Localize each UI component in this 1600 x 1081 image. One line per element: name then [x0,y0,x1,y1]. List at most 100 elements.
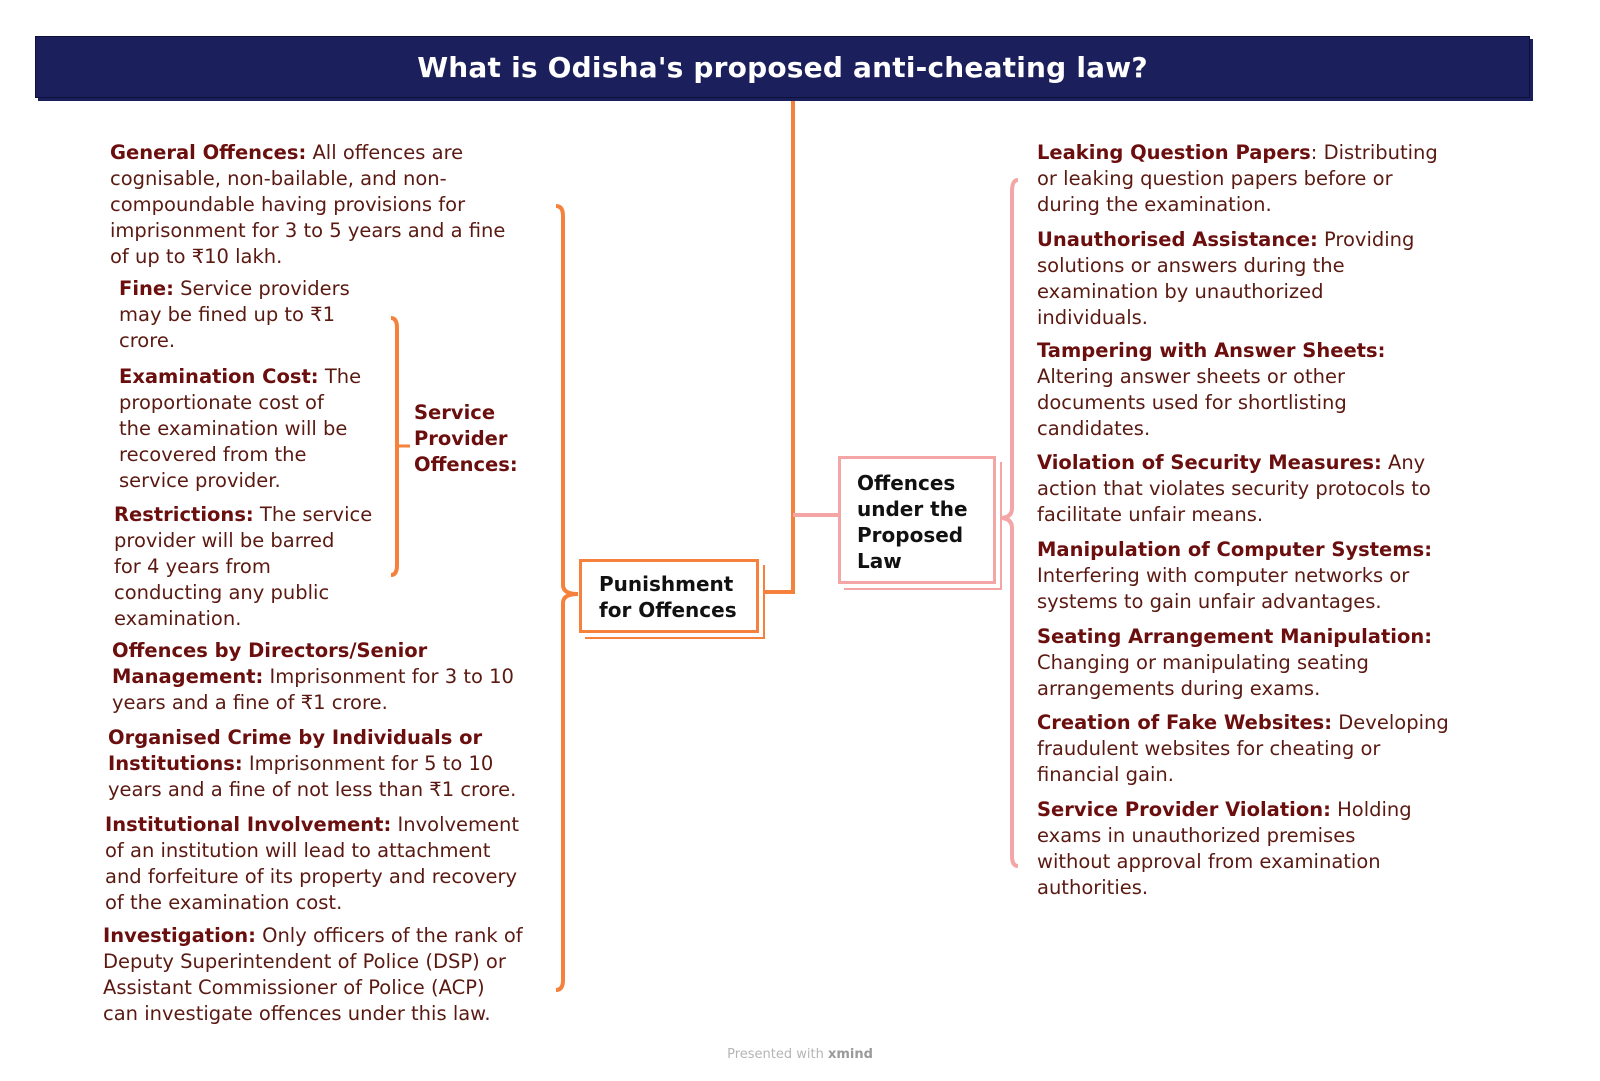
service-provider-brace [390,316,399,577]
item-text: Providing [1323,228,1415,251]
punishment-node[interactable]: Punishment for Offences [579,559,759,633]
item-text: action that violates security protocols … [1037,477,1431,500]
item-text: : Distributing [1310,141,1438,164]
item-text: provider will be barred [114,529,335,552]
node-label: Law [857,549,902,573]
item-key: Unauthorised Assistance: [1037,228,1318,251]
offences-node[interactable]: Offences under the Proposed Law [838,456,996,584]
item-text: arrangements during exams. [1037,677,1321,700]
item-text: examination by unauthorized [1037,280,1324,303]
item-text: or leaking question papers before or [1037,167,1393,190]
title-bar: What is Odisha's proposed anti-cheating … [35,36,1530,98]
footer-prefix: Presented with [727,1047,828,1062]
item-key: Offences by Directors/Senior [112,639,428,662]
item-key: Fine: [119,277,174,300]
item-text: Service providers [180,277,350,300]
item-key: General Offences: [110,141,307,164]
item-text: Only officers of the rank of [262,924,523,947]
service-item-exam-cost: Examination Cost: The proportionate cost… [119,364,389,494]
item-text: Altering answer sheets or other [1037,365,1346,388]
punishment-item-directors: Offences by Directors/Senior Management:… [112,638,552,716]
item-text: Interfering with computer networks or [1037,564,1410,587]
item-key: Management: [112,665,264,688]
item-text: solutions or answers during the [1037,254,1345,277]
footer-credit: Presented with xmind [0,1047,1600,1062]
punishment-item-organised-crime: Organised Crime by Individuals or Instit… [108,725,553,803]
item-key: Investigation: [103,924,256,947]
item-text: The service [259,503,373,526]
offences-brace [999,178,1019,868]
item-key: Restrictions: [114,503,254,526]
item-key: Institutions: [108,752,243,775]
service-item-restrictions: Restrictions: The service provider will … [114,502,389,632]
item-key: Leaking Question Papers [1037,141,1311,164]
item-text: systems to gain unfair advantages. [1037,590,1382,613]
item-text: and forfeiture of its property and recov… [105,865,518,888]
item-text: documents used for shortlisting [1037,391,1347,414]
punishment-brace [555,204,579,992]
punishment-item-institutional: Institutional Involvement: Involvement o… [105,812,553,916]
item-text: compoundable having provisions for [110,193,466,216]
item-text: Assistant Commissioner of Police (ACP) [103,976,485,999]
punishment-item-investigation: Investigation: Only officers of the rank… [103,923,553,1027]
item-text: conducting any public [114,581,330,604]
item-text: during the examination. [1037,193,1272,216]
item-text: authorities. [1037,876,1149,899]
offence-item-assistance: Unauthorised Assistance: Providing solut… [1037,227,1477,331]
item-text: cognisable, non-bailable, and non- [110,167,447,190]
item-text: imprisonment for 3 to 5 years and a fine [110,219,506,242]
item-text: financial gain. [1037,763,1174,786]
item-text: may be fined up to ₹1 [119,303,335,326]
footer-brand: xmind [827,1047,873,1062]
item-key: Institutional Involvement: [105,813,392,836]
page-title: What is Odisha's proposed anti-cheating … [417,50,1148,84]
item-key: Service Provider Violation: [1037,798,1331,821]
offence-item-service-provider: Service Provider Violation: Holding exam… [1037,797,1487,901]
item-text: Involvement [397,813,520,836]
item-text: Any [1387,451,1426,474]
offence-item-security: Violation of Security Measures: Any acti… [1037,450,1487,528]
node-label: Offences [857,471,956,495]
title-trunk-line [757,98,795,594]
item-text: years and a fine of not less than ₹1 cro… [108,778,517,801]
service-item-fine: Fine: Service providers may be fined up … [119,276,379,354]
item-key: Creation of Fake Websites: [1037,711,1333,734]
punishment-item-general: General Offences: All offences are cogni… [110,140,550,270]
item-key: Examination Cost: [119,365,319,388]
item-text: exams in unauthorized premises [1037,824,1356,847]
item-text: fraudulent websites for cheating or [1037,737,1381,760]
offence-item-seating: Seating Arrangement Manipulation: Changi… [1037,624,1487,702]
offence-item-tampering: Tampering with Answer Sheets: Altering a… [1037,338,1477,442]
item-text: Changing or manipulating seating [1037,651,1369,674]
item-key: Organised Crime by Individuals or [108,726,483,749]
item-text: the examination will be [119,417,348,440]
item-text: candidates. [1037,417,1151,440]
node-label: Proposed [857,523,964,547]
node-label: Punishment [599,572,734,596]
item-text: of the examination cost. [105,891,343,914]
item-key: Tampering with Answer Sheets: [1037,339,1386,362]
item-text: service provider. [119,469,281,492]
offence-item-leaking: Leaking Question Papers: Distributing or… [1037,140,1477,218]
item-text: Imprisonment for 3 to 10 [269,665,514,688]
item-text: can investigate offences under this law. [103,1002,491,1025]
item-text: crore. [119,329,176,352]
item-text: proportionate cost of [119,391,324,414]
item-text: All offences are [312,141,464,164]
item-key: Manipulation of Computer Systems: [1037,538,1433,561]
item-text: facilitate unfair means. [1037,503,1264,526]
item-text: Holding [1337,798,1412,821]
item-text: years and a fine of ₹1 crore. [112,691,388,714]
item-text: recovered from the [119,443,307,466]
item-key: Seating Arrangement Manipulation: [1037,625,1433,648]
item-text: The [324,365,362,388]
service-provider-label: Service Provider Offences: [414,400,534,478]
item-text: for 4 years from [114,555,271,578]
label-line: Offences: [414,453,518,476]
item-text: individuals. [1037,306,1148,329]
node-label: for Offences [599,598,737,622]
item-text: without approval from examination [1037,850,1381,873]
offence-item-websites: Creation of Fake Websites: Developing fr… [1037,710,1487,788]
offence-item-computer: Manipulation of Computer Systems: Interf… [1037,537,1487,615]
item-text: examination. [114,607,242,630]
